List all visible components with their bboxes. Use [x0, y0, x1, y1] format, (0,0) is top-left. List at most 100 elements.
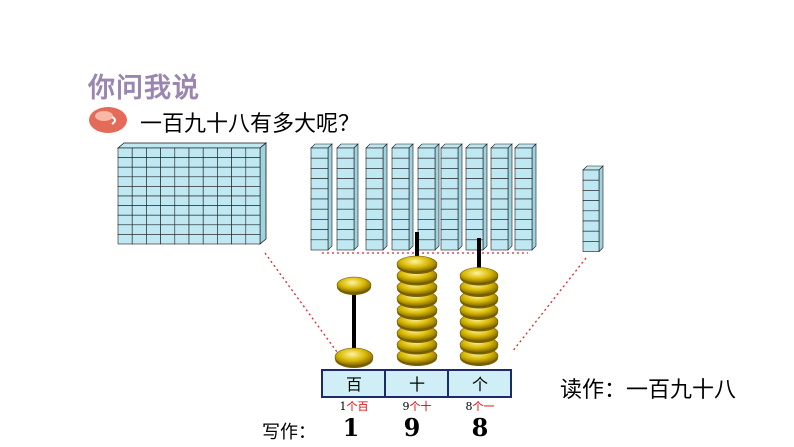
unit-cube — [160, 205, 176, 216]
unit-cube — [391, 157, 410, 169]
unit-cube — [117, 214, 133, 226]
count-number: 1 — [339, 400, 347, 413]
unit-cube — [174, 176, 190, 187]
unit-cube — [417, 178, 436, 190]
question-text: 一百九十八有多大呢？ — [140, 112, 361, 137]
unit-cube — [160, 234, 176, 245]
unit-cube — [417, 188, 436, 200]
unit-cube — [245, 234, 261, 245]
unit-cube — [231, 186, 247, 197]
unit-cube — [490, 157, 509, 169]
unit-cube — [146, 195, 161, 206]
unit-cube — [217, 234, 232, 245]
unit-cube — [117, 176, 133, 187]
unit-cube — [160, 224, 176, 235]
unit-cube — [582, 220, 600, 232]
unit-cube — [365, 208, 384, 220]
unit-cube — [188, 224, 204, 235]
unit-cube — [217, 176, 232, 187]
unit-cube — [174, 214, 190, 226]
unit-cube — [245, 166, 261, 178]
unit-cube — [336, 168, 355, 179]
ten-rod — [440, 143, 463, 251]
unit-cube — [391, 198, 410, 210]
count-unit: 个十 — [409, 400, 432, 413]
unit-cube — [440, 239, 459, 251]
unit-cube — [131, 234, 147, 245]
unit-cube — [117, 157, 133, 168]
unit-cube — [146, 205, 161, 216]
unit-cube — [514, 147, 533, 159]
unit-cube — [582, 241, 600, 252]
unit-cube — [202, 147, 218, 158]
unit-cube — [440, 178, 459, 190]
unit-cube — [465, 188, 484, 200]
speaker-icon — [89, 107, 127, 133]
unit-cube — [174, 147, 190, 158]
unit-cube — [117, 166, 133, 178]
unit-cube — [160, 186, 176, 197]
unit-cube — [582, 200, 600, 212]
unit-cube — [417, 168, 436, 179]
unit-cube — [231, 176, 247, 187]
unit-cube — [231, 166, 247, 178]
unit-cube — [160, 157, 176, 168]
unit-cube — [202, 186, 218, 197]
unit-cube — [188, 234, 204, 245]
unit-cube — [336, 229, 355, 241]
unit-cube — [310, 198, 329, 210]
unit-cube — [391, 208, 410, 220]
unit-cube — [465, 198, 484, 210]
unit-cube — [217, 224, 232, 235]
digit-ones: 8 — [471, 413, 489, 442]
ten-rod — [336, 143, 359, 251]
unit-cube — [440, 157, 459, 169]
unit-cube — [310, 178, 329, 190]
ten-rod — [514, 143, 537, 251]
unit-cube — [582, 169, 600, 181]
reading-text: 读作：一百九十八 — [560, 378, 737, 403]
unit-cube — [365, 168, 384, 179]
unit-cube — [582, 230, 600, 242]
unit-cube — [391, 147, 410, 159]
unit-cube — [202, 214, 218, 226]
unit-cube — [365, 147, 384, 159]
unit-cube — [188, 157, 204, 168]
abacus-bead — [459, 267, 499, 286]
unit-cube — [245, 205, 261, 216]
unit-cube — [490, 198, 509, 210]
unit-cube — [490, 208, 509, 220]
place-label-ones: 个 — [471, 375, 488, 394]
place-value-box — [321, 369, 512, 398]
unit-cube — [117, 195, 133, 206]
unit-cube — [417, 219, 436, 230]
digit-tens: 9 — [403, 413, 421, 442]
unit-cube — [465, 168, 484, 179]
unit-cube — [336, 219, 355, 230]
writing-label: 写作： — [262, 422, 316, 443]
unit-cube — [582, 190, 600, 201]
unit-cube — [417, 147, 436, 159]
unit-cube — [131, 214, 147, 226]
unit-cube — [490, 229, 509, 241]
unit-cube — [160, 176, 176, 187]
unit-cube — [131, 224, 147, 235]
unit-cube — [490, 178, 509, 190]
unit-cube — [202, 176, 218, 187]
unit-cube — [146, 166, 161, 178]
unit-cube — [231, 157, 247, 168]
unit-cube — [231, 214, 247, 226]
unit-cube — [245, 157, 261, 168]
unit-cube — [117, 205, 133, 216]
unit-cube — [440, 208, 459, 220]
count-hundreds: 1个百 — [323, 398, 385, 414]
unit-cube — [146, 157, 161, 168]
unit-cube — [465, 219, 484, 230]
ones-column — [582, 165, 604, 253]
unit-cube — [146, 214, 161, 226]
unit-cube — [146, 186, 161, 197]
unit-cube — [231, 195, 247, 206]
unit-cube — [440, 147, 459, 159]
